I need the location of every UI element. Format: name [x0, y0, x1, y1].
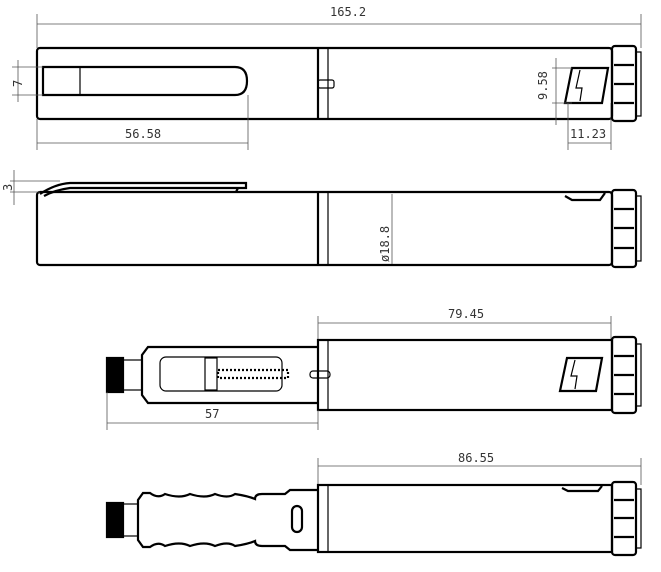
- top-view-closed: 165.2 7 9.58 11.23 56.58: [11, 5, 642, 150]
- logo-mark: [558, 356, 604, 393]
- pen-body: [35, 46, 614, 121]
- logo-mark: [563, 66, 610, 105]
- end-cap: [610, 480, 642, 557]
- slot: [317, 79, 335, 89]
- top-view-extended: 79.45 57: [105, 307, 642, 430]
- lanyard-tab: [564, 192, 606, 202]
- end-cap: [610, 188, 642, 269]
- tip-thread: [105, 356, 125, 394]
- pocket-clip: [41, 65, 249, 97]
- overall-length-label: 165.2: [330, 5, 366, 19]
- logo-height-label: 9.58: [536, 71, 550, 100]
- diameter-label: ø18.8: [378, 226, 392, 262]
- extended-core: [140, 345, 318, 405]
- side-view-closed: 3 ø18.8: [1, 170, 642, 269]
- pocket-clip-side: [39, 181, 248, 197]
- side-button: [290, 504, 304, 534]
- body-length-extended-label: 86.55: [458, 451, 494, 465]
- clip-height-label: 3: [1, 184, 15, 191]
- extension-length-label: 57: [205, 407, 219, 421]
- end-cap: [610, 44, 642, 123]
- body-length-label: 79.45: [448, 307, 484, 321]
- clip-length-label: 56.58: [125, 127, 161, 141]
- side-view-extended: 86.55: [105, 451, 642, 557]
- lanyard-tab: [561, 485, 603, 493]
- pen-body: [316, 338, 614, 412]
- pen-body: [316, 483, 614, 554]
- end-cap: [610, 335, 642, 415]
- spring: [216, 368, 290, 380]
- pen-body: [35, 190, 614, 267]
- clip-width-label: 7: [11, 80, 25, 87]
- tip-thread: [105, 501, 125, 539]
- logo-width-label: 11.23: [570, 127, 606, 141]
